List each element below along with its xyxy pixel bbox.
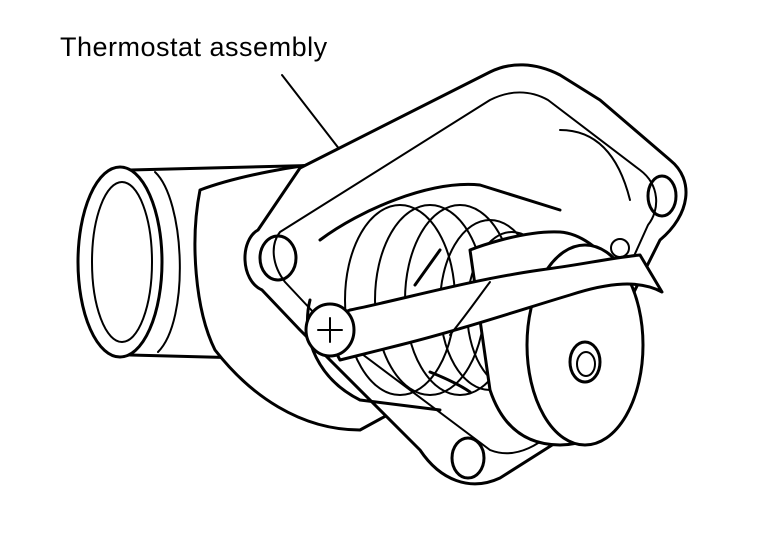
mounting-hole-bottom [450, 436, 486, 480]
valve-jiggle-pin [568, 340, 602, 384]
callout-leader-line [281, 74, 341, 151]
mounting-holes [258, 174, 678, 480]
mounting-hole-left [258, 234, 298, 282]
housing-cavity [305, 129, 631, 412]
mounting-hole-right [646, 174, 678, 218]
strap-screw [304, 238, 630, 358]
retaining-strap [318, 248, 664, 394]
thermostat-assembly-label: Thermostat assembly [60, 32, 328, 62]
